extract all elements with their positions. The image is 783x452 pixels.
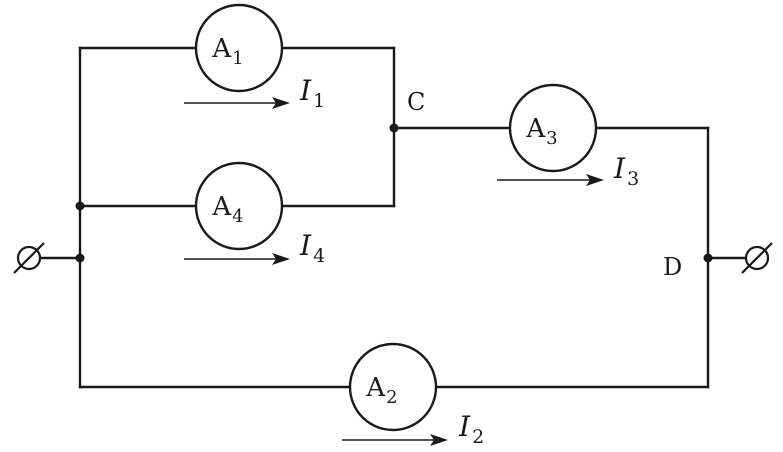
right-terminal-slash — [741, 242, 773, 274]
current-arrow-i1-head — [272, 97, 290, 109]
ammeter-a1: A1 — [194, 3, 284, 93]
wires — [38, 46, 748, 389]
ammeter-a1-label: A1 — [211, 34, 243, 69]
ammeter-a3-circle — [508, 83, 598, 173]
left-terminal — [13, 242, 45, 274]
ammeter-a2-label: A2 — [365, 373, 397, 408]
right-terminal — [741, 242, 773, 274]
node-label-c: C — [407, 88, 425, 116]
junction-dot-c — [389, 123, 399, 133]
left-terminal-slash — [13, 242, 45, 274]
ammeter-a3-label: A3 — [525, 114, 557, 149]
current-arrow-i4-head — [272, 253, 290, 265]
ammeter-a1-circle — [194, 3, 284, 93]
junction-dot-left-terminal — [75, 253, 85, 263]
ammeter-a4-label: A4 — [211, 192, 243, 227]
ammeter-a4-circle — [194, 161, 284, 251]
current-arrow-i3-head — [586, 174, 604, 186]
node-label-d: D — [663, 253, 682, 281]
ammeter-a2: A2 — [348, 342, 438, 432]
junction-dot-a4 — [75, 201, 85, 211]
ammeter-a2-circle — [348, 342, 438, 432]
ammeter-a4: A4 — [194, 161, 284, 251]
junction-dot-d — [703, 253, 713, 263]
ammeter-a3: A3 — [508, 83, 598, 173]
current-arrow-i2-head — [430, 434, 448, 446]
